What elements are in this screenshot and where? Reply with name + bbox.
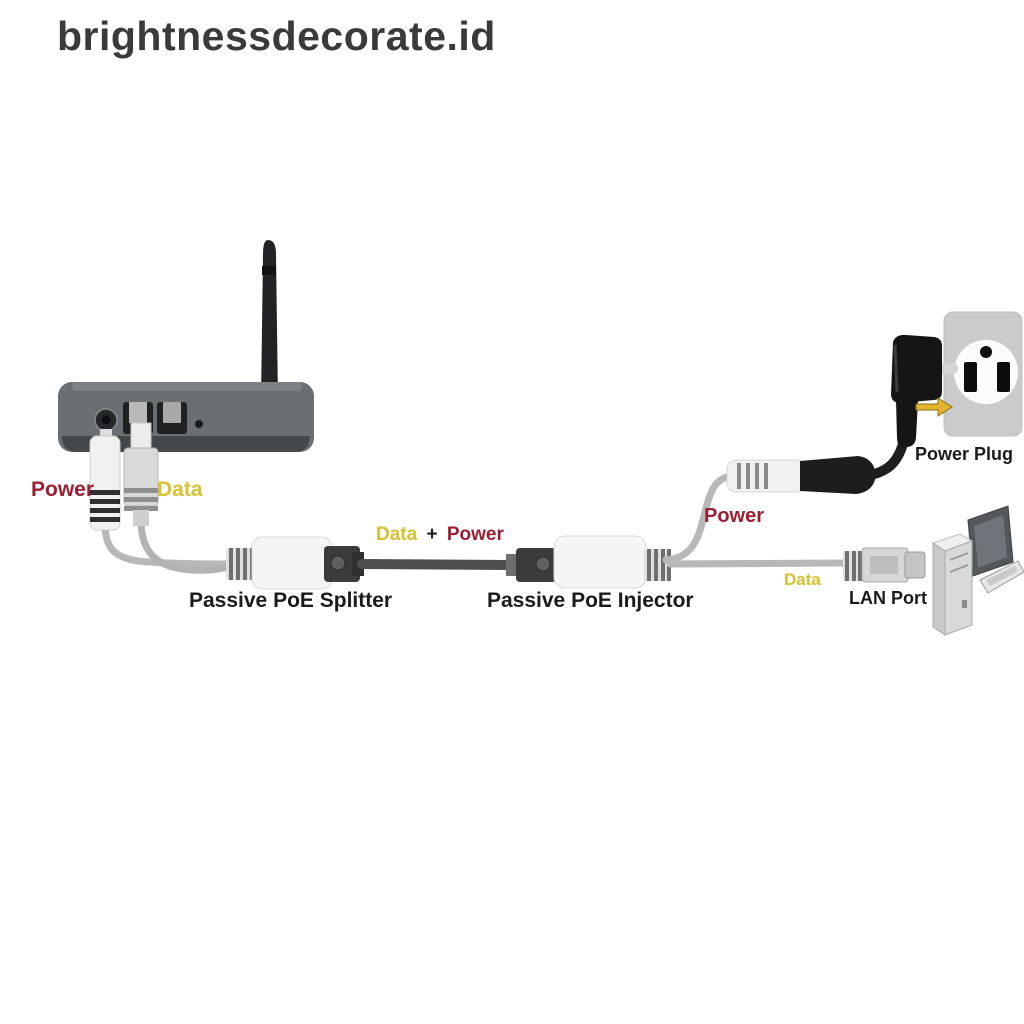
power-plug-label: Power Plug bbox=[915, 444, 1014, 464]
poe-injector bbox=[506, 535, 671, 589]
lan-port-label: LAN Port bbox=[849, 588, 927, 608]
mid-plus-sign: + bbox=[426, 524, 438, 545]
router-antenna-icon bbox=[254, 240, 282, 404]
splitter-label: Passive PoE Splitter bbox=[189, 589, 393, 612]
poe-splitter bbox=[226, 536, 364, 590]
wall-outlet bbox=[943, 311, 1023, 437]
power-cable bbox=[101, 520, 234, 568]
injector-power-cable bbox=[662, 472, 736, 564]
lan-data-label: Data bbox=[784, 570, 821, 589]
router-data-label: Data bbox=[157, 478, 203, 501]
injector-label: Passive PoE Injector bbox=[487, 589, 694, 612]
power-adapter-connector bbox=[726, 456, 876, 494]
arrow-right-icon bbox=[915, 397, 953, 417]
router-reset-hole bbox=[195, 420, 203, 428]
desktop-computer-icon bbox=[931, 505, 1024, 636]
injector-power-label: Power bbox=[704, 505, 765, 527]
watermark-text: brightnessdecorate.id bbox=[57, 13, 496, 59]
lan-connector bbox=[843, 547, 926, 583]
mid-power-label: Power bbox=[446, 524, 504, 545]
power-plug bbox=[891, 334, 958, 447]
data-plus-power-label: Data + Power bbox=[374, 525, 506, 544]
wireless-router bbox=[58, 240, 314, 452]
router-power-label: Power bbox=[31, 478, 95, 501]
ethernet-connector bbox=[123, 422, 159, 526]
data-cable bbox=[137, 516, 234, 574]
mid-data-label: Data bbox=[376, 524, 418, 545]
plug-cord bbox=[861, 439, 908, 481]
dc-power-connector bbox=[89, 429, 121, 531]
combined-cable bbox=[357, 559, 519, 570]
injector-lan-cable bbox=[666, 559, 849, 568]
